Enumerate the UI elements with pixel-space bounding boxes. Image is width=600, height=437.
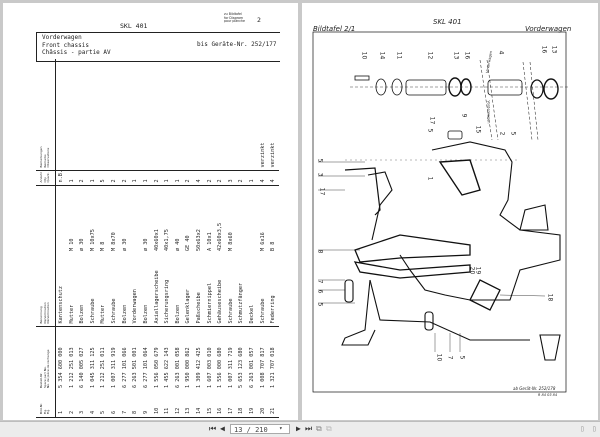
viewer-toolbar: ⏮ ◀ 13 / 210 ▾ ▶ ⏭ ⧉ ⧉ ▯ ▯ xyxy=(0,421,600,437)
part-washer xyxy=(391,78,403,96)
callout-number: 15 xyxy=(474,125,482,134)
title-en: Front chassis xyxy=(42,41,89,49)
section-label: Vorderwagen xyxy=(525,25,572,33)
validity: ab Gerät-Nr. 252/178 xyxy=(513,386,556,391)
ref-fr: pour planche xyxy=(224,19,245,24)
validity: bis Geräte-Nr. 252/177 xyxy=(197,41,277,48)
bookmark-icon[interactable]: ▯ xyxy=(592,424,597,433)
callout-number: 10 xyxy=(360,51,368,60)
callout-number: 4 xyxy=(497,50,505,55)
callout-number: 14 xyxy=(378,51,386,60)
callout-number: 5 xyxy=(426,128,434,133)
label-vorderwagen: Vorderwagen xyxy=(486,100,491,124)
callout-number: 7 xyxy=(316,279,324,284)
leader-lines xyxy=(318,161,546,352)
part-pin xyxy=(487,79,523,96)
callout-number: 11 xyxy=(395,51,403,60)
diagram-ref-label: zu Bildtafel for Diagram pour planche xyxy=(224,12,245,24)
single-page-icon[interactable]: ⧉ xyxy=(316,424,322,433)
callout-number: 5 xyxy=(316,158,324,163)
next-page-icon[interactable]: ▶ xyxy=(296,424,301,433)
model-label: SKL 401 xyxy=(120,22,148,30)
callout-number: 13 xyxy=(452,51,460,60)
callout-number: 3 xyxy=(316,172,324,177)
callout-number: 17 xyxy=(318,187,326,196)
callout-number: 10 xyxy=(435,353,443,362)
callout-number: 16 xyxy=(463,51,471,60)
part-pin xyxy=(405,79,447,96)
title: Vorderwagen Front chassis Châssis - part… xyxy=(37,33,280,57)
axle-assembly xyxy=(350,59,570,141)
two-page-icon[interactable]: ⧉ xyxy=(326,424,332,433)
callout-number: 2 xyxy=(498,131,506,136)
first-page-icon[interactable]: ⏮ xyxy=(209,424,217,433)
callout-number: 5 xyxy=(316,302,324,307)
title-fr: Châssis - partie AV xyxy=(42,49,111,56)
ref-de: zu Bildtafel xyxy=(224,12,242,16)
drawing-number: R 84 03 84 xyxy=(538,393,558,397)
callout-number: 8 xyxy=(316,249,324,254)
callout-number: 5 xyxy=(509,131,517,136)
part-bolt xyxy=(447,130,463,140)
callout-number: 6 xyxy=(316,289,324,294)
last-page-icon[interactable]: ⏭ xyxy=(305,424,313,433)
callout-number: 19 xyxy=(474,266,482,275)
fit-page-icon[interactable]: ▯ xyxy=(580,424,585,433)
title-box: Vorderwagen Front chassis Châssis - part… xyxy=(36,32,280,62)
part-washer xyxy=(375,78,387,96)
callout-number: 17 xyxy=(428,116,436,125)
diagram-frame xyxy=(312,31,567,393)
part-washer xyxy=(530,79,544,99)
ref-en: for Diagram xyxy=(224,15,244,20)
part-bolt xyxy=(354,75,370,81)
part-pin xyxy=(344,279,354,303)
diagram-ref-number: 2 xyxy=(257,16,261,24)
chassis-frame xyxy=(341,141,561,361)
page-number-input[interactable]: 13 / 210 xyxy=(230,424,290,434)
prev-page-icon[interactable]: ◀ xyxy=(220,424,225,433)
callout-number: 1 xyxy=(426,176,434,181)
model-label: SKL 401 xyxy=(433,18,462,26)
callout-number: 16 xyxy=(540,45,548,54)
plate-label: Bildtafel 2/1 xyxy=(313,25,356,33)
page-dropdown-chevron-icon[interactable]: ▾ xyxy=(279,425,283,432)
callout-number: 13 xyxy=(550,45,558,54)
callout-number: 12 xyxy=(426,51,434,60)
left-page: SKL 401 zu Bildtafel for Diagram pour pl… xyxy=(3,3,298,420)
callout-number: 18 xyxy=(546,293,554,302)
title-de: Vorderwagen xyxy=(42,34,82,41)
part-pin xyxy=(424,311,434,331)
callout-number: 5 xyxy=(458,355,466,360)
part-washer xyxy=(460,78,472,96)
part-bearing xyxy=(543,78,559,100)
callout-number: 7 xyxy=(446,355,454,360)
callout-number: 9 xyxy=(460,113,468,118)
